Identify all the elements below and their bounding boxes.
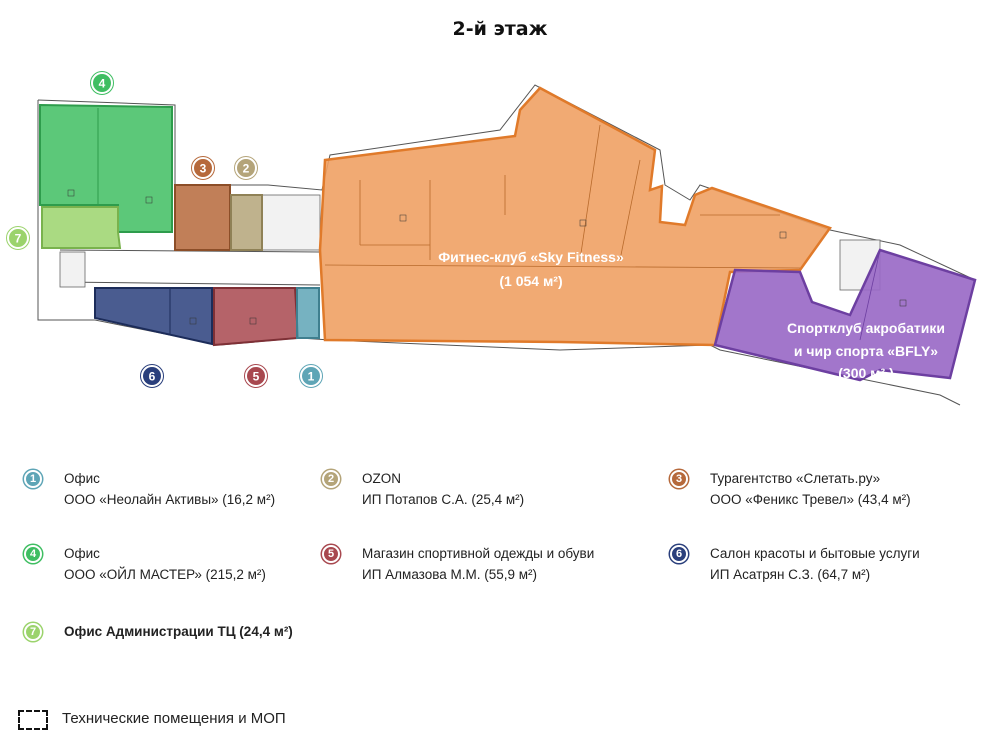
fitness-label-line2: (1 054 м²) <box>499 273 562 289</box>
badge-3[interactable]: 3 <box>191 156 215 180</box>
bfly-label-line1: Спортклуб акробатики <box>787 320 945 336</box>
badge-4-number: 4 <box>99 77 106 91</box>
legend-badge-7: 7 <box>24 623 42 641</box>
badge-6[interactable]: 6 <box>140 364 164 388</box>
badge-4[interactable]: 4 <box>90 71 114 95</box>
legend-6-line2: ИП Асатрян С.З. (64,7 м²) <box>710 567 871 582</box>
zone-1-area[interactable] <box>296 287 320 339</box>
fitness-zone-area[interactable] <box>318 86 832 347</box>
legend-2-line2: ИП Потапов С.А. (25,4 м²) <box>362 492 525 507</box>
zone-6-area[interactable] <box>94 287 213 346</box>
legend-badge-4: 4 <box>24 545 42 563</box>
legend-6-line1: Салон красоты и бытовые услуги <box>710 546 920 561</box>
badge-1-number: 1 <box>308 370 315 384</box>
technical-rooms-note-text: Технические помещения и МОП <box>62 710 286 727</box>
badge-1[interactable]: 1 <box>299 364 323 388</box>
legend-badge-1: 1 <box>24 470 42 488</box>
legend-4-line1: Офис <box>64 546 100 561</box>
badge-7-number: 7 <box>15 232 22 246</box>
bfly-label-line2: и чир спорта «BFLY» <box>794 343 938 359</box>
legend-5-line1: Магазин спортивной одежды и обуви <box>362 546 595 561</box>
zone-7-area[interactable] <box>41 206 122 249</box>
legend-badge-3: 3 <box>670 470 688 488</box>
legend-badge-2: 2 <box>322 470 340 488</box>
legend-badge-6: 6 <box>670 545 688 563</box>
zone-2-area[interactable] <box>230 194 263 251</box>
technical-rooms <box>59 194 881 291</box>
room-markers <box>67 189 907 325</box>
legend-2-line1: OZON <box>362 471 401 486</box>
legend-4-line2: ООО «ОЙЛ МАСТЕР» (215,2 м²) <box>64 567 266 582</box>
badge-5[interactable]: 5 <box>244 364 268 388</box>
bfly-zone-area[interactable] <box>713 248 977 382</box>
zone-5-area[interactable] <box>213 287 300 347</box>
fitness-label-line1: Фитнес-клуб «Sky Fitness» <box>438 249 624 265</box>
legend-3-line1: Турагентство «Слетать.ру» <box>710 471 881 486</box>
badge-2-number: 2 <box>243 162 250 176</box>
fitness-inner-walls <box>324 124 801 269</box>
badge-7[interactable]: 7 <box>6 226 30 250</box>
legend-badge-5: 5 <box>322 545 340 563</box>
legend-5-line2: ИП Алмазова М.М. (55,9 м²) <box>362 567 538 582</box>
badge-3-number: 3 <box>200 162 207 176</box>
legend-1-line1: Офис <box>64 471 100 486</box>
zone-3-area[interactable] <box>174 184 231 251</box>
floor-plan: Фитнес-клуб «Sky Fitness» (1 054 м²) Спо… <box>6 71 977 406</box>
legend-3-line2: ООО «Феникс Тревел» (43,4 м²) <box>710 492 911 507</box>
page-title: 2-й этаж <box>452 18 548 40</box>
legend-7-line1: Офис Администрации ТЦ (24,4 м²) <box>64 624 293 639</box>
legend-1-line2: ООО «Неолайн Активы» (16,2 м²) <box>64 492 276 507</box>
bfly-label-line3: (300 м² ) <box>838 365 893 381</box>
dashed-box-icon <box>18 710 48 730</box>
badge-2[interactable]: 2 <box>234 156 258 180</box>
badge-6-number: 6 <box>149 370 156 384</box>
badge-5-number: 5 <box>253 370 260 384</box>
